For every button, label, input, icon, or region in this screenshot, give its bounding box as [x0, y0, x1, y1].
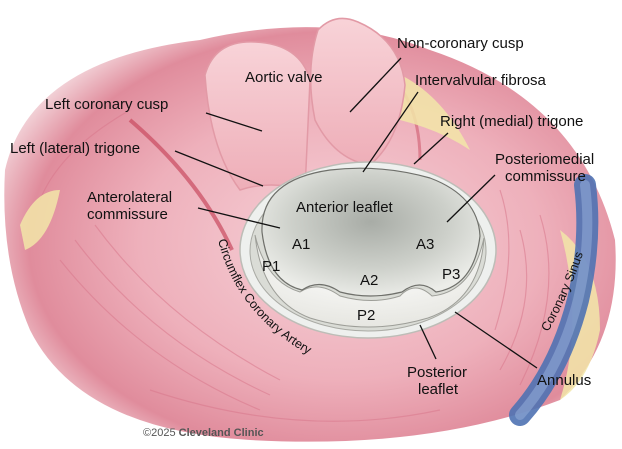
label-posterior-leaflet-2: leaflet: [418, 381, 459, 398]
label-anterior-leaflet: Anterior leaflet: [296, 199, 394, 216]
label-annulus: Annulus: [537, 372, 591, 389]
label-non-coronary-cusp: Non-coronary cusp: [397, 35, 524, 52]
copyright-brand: Cleveland Clinic: [179, 427, 264, 439]
label-a1: A1: [292, 236, 310, 253]
label-p1: P1: [262, 258, 280, 275]
label-right-medial-trigone: Right (medial) trigone: [440, 113, 583, 130]
label-left-lateral-trigone: Left (lateral) trigone: [10, 140, 140, 157]
label-posterior-leaflet-1: Posterior: [407, 364, 467, 381]
label-intervalvular-fibrosa: Intervalvular fibrosa: [415, 72, 547, 89]
label-anterolateral-commissure-1: Anterolateral: [87, 189, 172, 206]
copyright-notice: ©2025 Cleveland Clinic: [143, 427, 264, 439]
label-left-coronary-cusp: Left coronary cusp: [45, 96, 168, 113]
label-a2: A2: [360, 272, 378, 289]
copyright-prefix: ©2025: [143, 427, 179, 439]
label-posteriomedial-commissure-1: Posteriomedial: [495, 151, 594, 168]
label-p3: P3: [442, 266, 460, 283]
label-p2: P2: [357, 307, 375, 324]
label-a3: A3: [416, 236, 434, 253]
label-posteriomedial-commissure-2: commissure: [505, 168, 586, 185]
label-aortic-valve: Aortic valve: [245, 69, 323, 86]
label-anterolateral-commissure-2: commissure: [87, 206, 168, 223]
